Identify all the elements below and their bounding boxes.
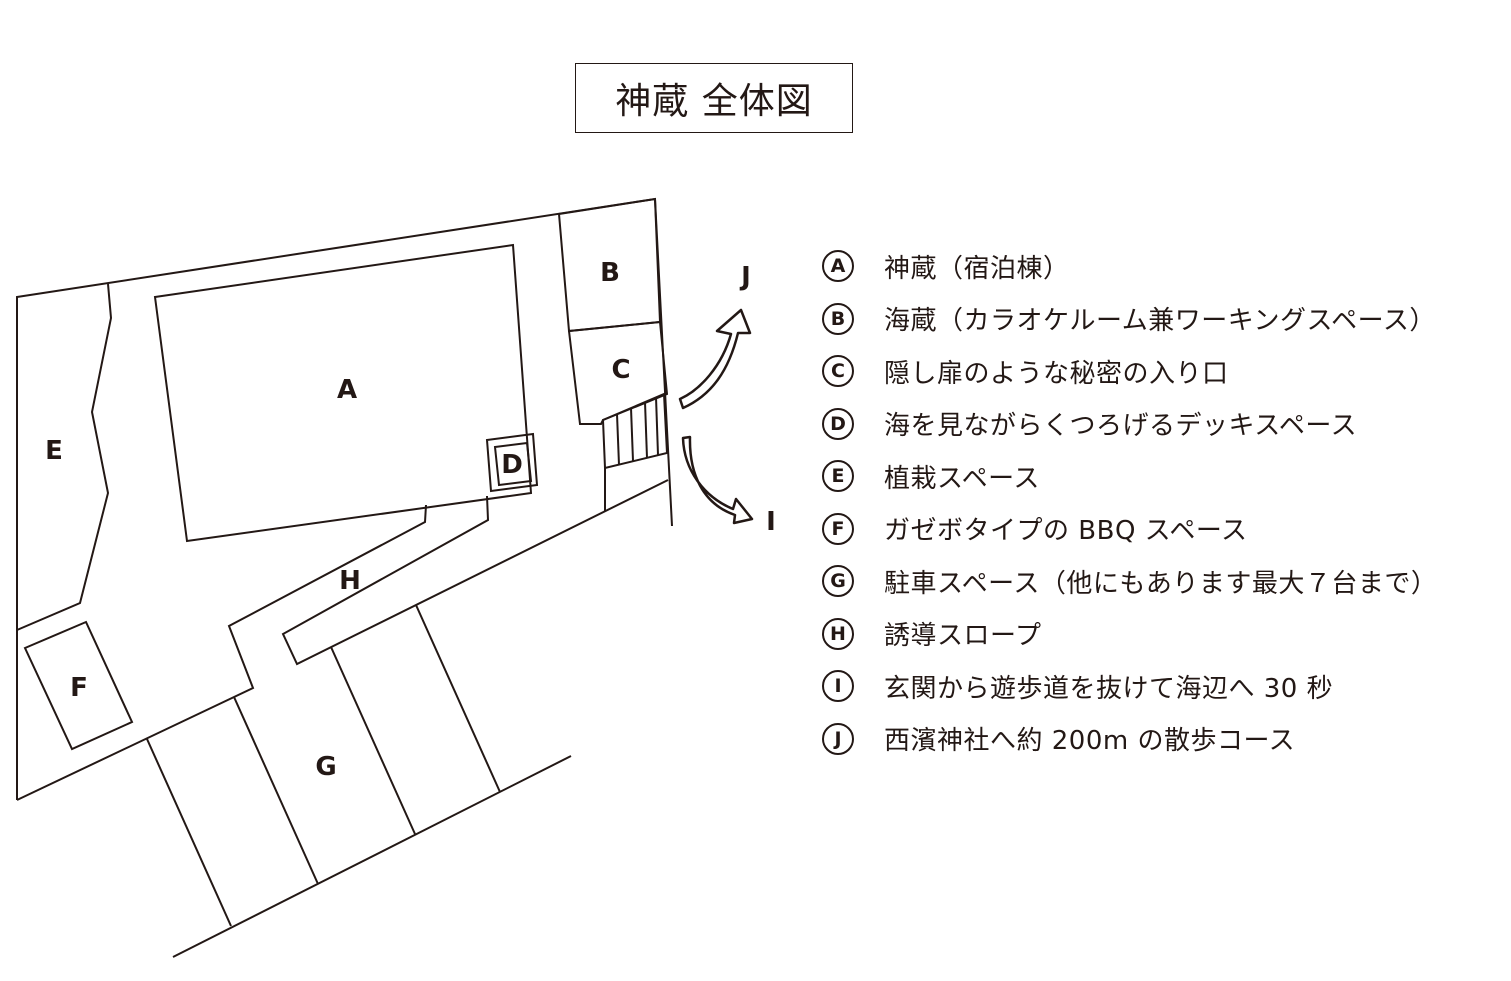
map-title-text: 神蔵 全体図	[615, 81, 813, 122]
legend-text-e: 植栽スペース	[884, 463, 1040, 494]
legend-item-g: G 駐車スペース（他にもあります最大７台まで）	[822, 555, 1437, 608]
legend-item-d: D 海を見ながらくつろげるデッキスペース	[822, 398, 1437, 451]
label-d: D	[501, 450, 523, 480]
arrow-to-shrine-icon	[678, 308, 752, 410]
legend-badge-j: J	[822, 722, 854, 755]
label-a: A	[337, 375, 357, 405]
legend-badge-g: G	[822, 565, 854, 598]
parking-divider-1	[146, 738, 232, 927]
legend-item-a: A 神蔵（宿泊棟）	[822, 240, 1437, 293]
parking-divider-4	[415, 604, 501, 793]
site-boundary	[16, 197, 673, 800]
label-b: B	[600, 258, 620, 288]
map-title: 神蔵 全体図	[575, 63, 853, 133]
area-d-deck-inner	[493, 441, 533, 487]
legend-badge-f: F	[822, 512, 854, 545]
legend-item-j: J 西濱神社へ約 200m の散歩コース	[822, 713, 1437, 766]
area-h-slope-right	[281, 479, 669, 666]
legend-item-b: B 海蔵（カラオケルーム兼ワーキングスペース）	[822, 293, 1437, 346]
legend-text-c: 隠し扉のような秘密の入り口	[884, 358, 1229, 389]
legend-text-i: 玄関から遊歩道を抜けて海辺へ 30 秒	[884, 673, 1334, 704]
arrow-to-beach-icon	[681, 435, 754, 525]
label-g: G	[315, 752, 336, 782]
parking-divider-2	[233, 696, 319, 885]
legend-text-a: 神蔵（宿泊棟）	[884, 253, 1070, 284]
legend-badge-a: A	[822, 250, 854, 283]
legend-item-h: H 誘導スロープ	[822, 608, 1437, 661]
label-f: F	[70, 673, 88, 703]
legend-text-d: 海を見ながらくつろげるデッキスペース	[884, 411, 1358, 442]
legend-badge-h: H	[822, 617, 854, 650]
legend-text-f: ガゼボタイプの BBQ スペース	[884, 516, 1248, 547]
label-i: I	[766, 507, 776, 537]
legend-text-b: 海蔵（カラオケルーム兼ワーキングスペース）	[884, 306, 1436, 337]
label-e: E	[45, 436, 63, 466]
area-d-deck-outer	[485, 432, 539, 493]
legend-text-j: 西濱神社へ約 200m の散歩コース	[884, 726, 1296, 757]
legend-badge-c: C	[822, 355, 854, 388]
legend-badge-i: I	[822, 670, 854, 703]
stair-treads	[616, 396, 659, 466]
legend-badge-e: E	[822, 460, 854, 493]
planting-boundary	[16, 283, 113, 631]
legend-badge-b: B	[822, 302, 854, 335]
parking-divider-3	[330, 646, 416, 835]
area-h-slope-left	[16, 504, 427, 801]
legend-item-e: E 植栽スペース	[822, 450, 1437, 503]
legend: A 神蔵（宿泊棟） B 海蔵（カラオケルーム兼ワーキングスペース） C 隠し扉の…	[822, 240, 1437, 765]
legend-text-h: 誘導スロープ	[884, 621, 1042, 652]
area-a-building	[153, 243, 533, 543]
area-f-bbq	[23, 620, 134, 751]
parking-road-edge	[172, 755, 572, 958]
legend-item-c: C 隠し扉のような秘密の入り口	[822, 345, 1437, 398]
label-c: C	[611, 355, 630, 385]
label-h: H	[339, 566, 361, 596]
legend-item-i: I 玄関から遊歩道を抜けて海辺へ 30 秒	[822, 660, 1437, 713]
legend-text-g: 駐車スペース（他にもあります最大７台まで）	[884, 568, 1438, 599]
label-j: J	[739, 262, 751, 292]
legend-badge-d: D	[822, 407, 854, 440]
entrance-stairs	[601, 392, 669, 470]
legend-item-f: F ガゼボタイプの BBQ スペース	[822, 503, 1437, 556]
